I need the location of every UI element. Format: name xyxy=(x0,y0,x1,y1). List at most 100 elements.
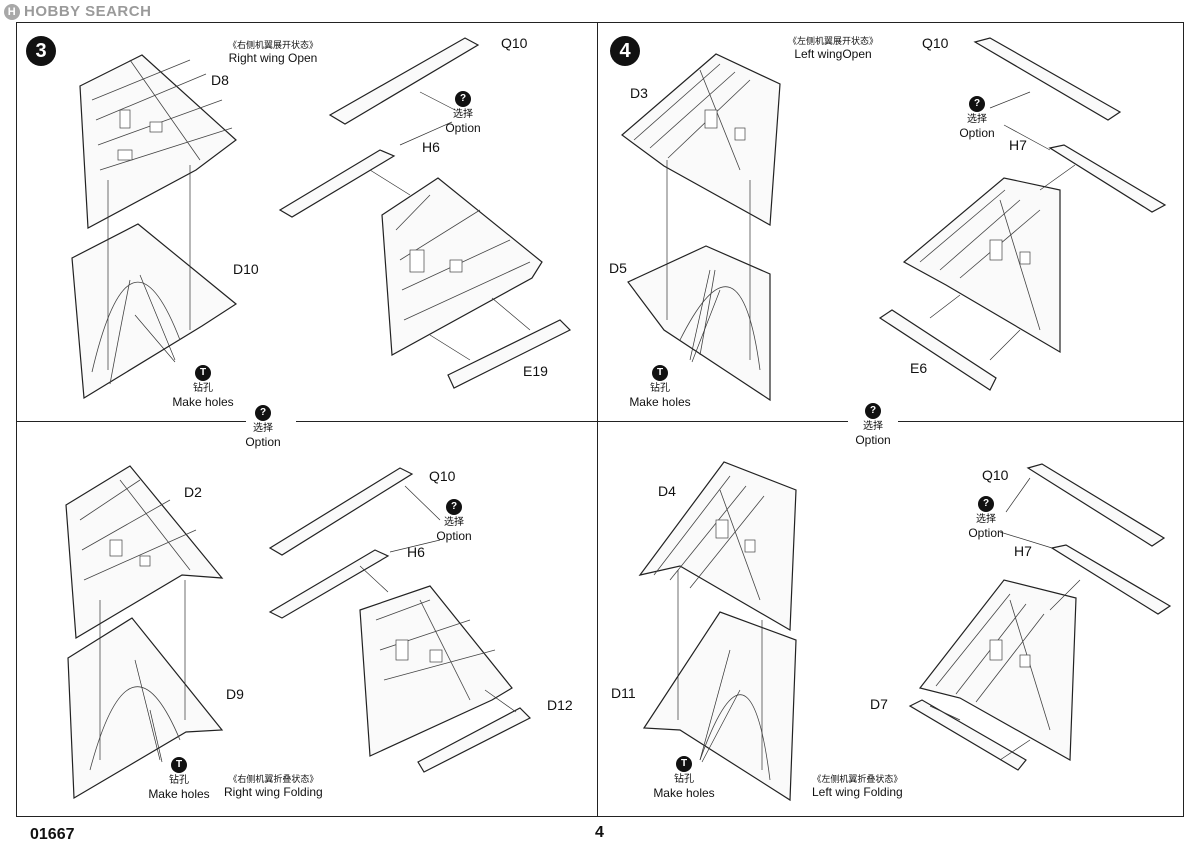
option-zh: 选择 xyxy=(253,422,273,434)
option-part-q10 xyxy=(268,467,414,556)
step4-title-en: Left wingOpen xyxy=(794,46,872,61)
step4-option-marker: ? 选择 Option xyxy=(954,93,1000,140)
part-label-d11: D11 xyxy=(611,685,636,701)
option-part-h6 xyxy=(268,549,390,619)
option-en: Option xyxy=(445,120,481,135)
step3-title: 《右侧机翼展开状态》 Right wing Open xyxy=(228,40,318,66)
part-label-d5: D5 xyxy=(609,260,627,276)
right-folding-title: 《右侧机翼折叠状态》 Right wing Folding xyxy=(224,774,323,800)
divider-center xyxy=(296,421,848,422)
step3-title-en: Right wing Open xyxy=(228,50,318,65)
step-number-4: 4 xyxy=(610,36,640,66)
left-folding-option-marker: ? 选择 Option xyxy=(963,493,1009,540)
right-folding-title-zh: 《右侧机翼折叠状态》 xyxy=(228,774,319,784)
option-part-h7 xyxy=(1050,544,1172,615)
divider-right-option-marker: ? 选择 Option xyxy=(850,400,896,447)
option-en: Option xyxy=(968,525,1004,540)
holes-zh: 钻孔 xyxy=(674,773,694,785)
option-question-icon: ? xyxy=(978,495,994,512)
right-folding-holes-marker: T 钻孔 Make holes xyxy=(144,754,214,801)
option-en: Option xyxy=(436,528,472,543)
holes-zh: 钻孔 xyxy=(193,382,213,394)
part-label-q10: Q10 xyxy=(501,35,528,51)
step3-option-marker: ? 选择 Option xyxy=(440,88,486,135)
option-part-h6 xyxy=(278,149,396,218)
option-question-icon: ? xyxy=(865,402,881,419)
divider-left-a xyxy=(16,421,246,422)
step4-holes-marker: T 钻孔 Make holes xyxy=(625,362,695,409)
option-zh: 选择 xyxy=(967,113,987,125)
drill-holes-icon: T xyxy=(676,755,692,772)
wing-part-d5 xyxy=(627,245,771,402)
wing-part-4 xyxy=(902,177,1061,354)
wing-part-d3 xyxy=(621,53,781,226)
right-folding-title-en: Right wing Folding xyxy=(224,784,323,799)
drill-holes-icon: T xyxy=(171,756,187,773)
part-e19 xyxy=(447,319,572,389)
watermark-text: HOBBY SEARCH xyxy=(24,3,152,20)
part-label-q10: Q10 xyxy=(982,467,1009,483)
part-label-e6: E6 xyxy=(910,360,928,376)
part-label-d4: D4 xyxy=(658,483,676,499)
part-label-d12: D12 xyxy=(547,697,573,713)
option-zh: 选择 xyxy=(976,513,996,525)
option-question-icon: ? xyxy=(969,95,985,112)
wing-part-fold-r xyxy=(359,585,513,757)
left-folding-title-en: Left wing Folding xyxy=(812,784,903,799)
step4-title-zh: 《左侧机翼展开状态》 xyxy=(788,36,879,46)
option-zh: 选择 xyxy=(863,420,883,432)
wing-part-d10 xyxy=(71,223,238,400)
holes-zh: 钻孔 xyxy=(650,382,670,394)
part-e6 xyxy=(878,309,997,391)
wing-part-d8 xyxy=(79,54,237,229)
part-label-h7: H7 xyxy=(1009,137,1027,153)
left-folding-title-zh: 《左侧机翼折叠状态》 xyxy=(812,774,903,784)
part-label-d3: D3 xyxy=(630,85,648,101)
part-d12 xyxy=(417,707,532,773)
step4-drawing xyxy=(621,37,1167,402)
product-code: 01667 xyxy=(30,826,75,843)
holes-en: Make holes xyxy=(653,785,715,800)
part-d7 xyxy=(908,699,1027,771)
part-label-h6: H6 xyxy=(407,544,425,560)
hobby-search-logo-icon: H xyxy=(4,3,20,20)
holes-en: Make holes xyxy=(172,394,234,409)
option-en: Option xyxy=(855,432,891,447)
part-label-d2: D2 xyxy=(184,484,202,500)
divider-left-option-marker: ? 选择 Option xyxy=(240,402,286,449)
wing-part-fold-l xyxy=(918,579,1077,762)
part-label-h7: H7 xyxy=(1014,543,1032,559)
option-question-icon: ? xyxy=(446,498,462,515)
left-folding-holes-marker: T 钻孔 Make holes xyxy=(649,753,719,800)
part-label-q10: Q10 xyxy=(922,35,949,51)
divider-right xyxy=(898,421,1184,422)
part-label-e19: E19 xyxy=(523,363,548,379)
drill-holes-icon: T xyxy=(652,364,668,381)
wing-part-d9 xyxy=(67,617,224,800)
part-label-d10: D10 xyxy=(233,261,259,277)
left-folding-title: 《左侧机翼折叠状态》 Left wing Folding xyxy=(812,774,903,800)
right-folding-option-marker: ? 选择 Option xyxy=(431,496,477,543)
option-en: Option xyxy=(245,434,281,449)
step4-title: 《左侧机翼展开状态》 Left wingOpen xyxy=(788,36,878,62)
part-label-d7: D7 xyxy=(870,696,888,712)
option-part-q10 xyxy=(328,37,480,125)
part-label-h6: H6 xyxy=(422,139,440,155)
option-zh: 选择 xyxy=(453,108,473,120)
part-label-d9: D9 xyxy=(226,686,244,702)
holes-en: Make holes xyxy=(148,786,210,801)
hobby-search-watermark: H HOBBY SEARCH xyxy=(4,3,151,20)
option-question-icon: ? xyxy=(455,90,471,107)
left-folding-drawing xyxy=(638,461,1172,802)
divider-vertical xyxy=(597,22,598,817)
drill-holes-icon: T xyxy=(195,364,211,381)
option-en: Option xyxy=(959,125,995,140)
part-label-d8: D8 xyxy=(211,72,229,88)
part-label-q10: Q10 xyxy=(429,468,456,484)
step3-drawing xyxy=(71,37,572,400)
step3-title-zh: 《右侧机翼展开状态》 xyxy=(228,40,319,50)
holes-zh: 钻孔 xyxy=(169,774,189,786)
option-zh: 选择 xyxy=(444,516,464,528)
option-part-q10 xyxy=(1026,463,1166,547)
